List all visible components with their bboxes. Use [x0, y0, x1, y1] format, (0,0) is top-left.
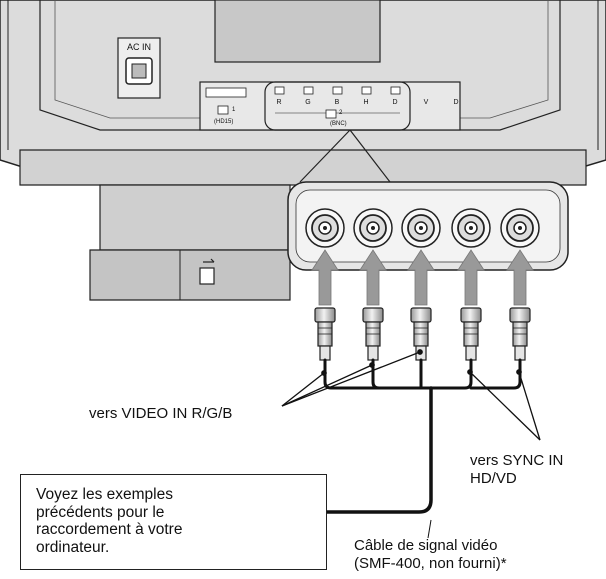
signal-cable [323, 358, 522, 517]
connector-label-d: D [392, 99, 397, 106]
label-sync-in: vers SYNC IN HD/VD [470, 452, 563, 488]
note-box: Voyez les exemples précédents pour le ra… [20, 474, 327, 570]
arrow-r [311, 249, 339, 306]
bnc-jack-vd [500, 208, 540, 248]
arrow-hd [457, 249, 485, 306]
zoom-lines [299, 129, 391, 183]
note-text: Voyez les exemples précédents pour le ra… [36, 486, 183, 556]
input2-number: 2 [339, 110, 343, 116]
bnc-jack-b [401, 208, 441, 248]
arrow-vd [506, 249, 534, 306]
input1-label: (HD15) [214, 119, 233, 125]
input1-number: 1 [232, 107, 236, 113]
bnc-panel-zoom [287, 181, 569, 271]
label-cable: Câble de signal vidéo (SMF-400, non four… [354, 537, 507, 573]
rgb-connector-row: R G B H D V D [274, 86, 459, 106]
insertion-arrows [311, 249, 534, 306]
connector-label-r: R [276, 99, 281, 106]
label-video-in: vers VIDEO IN R/G/B [89, 405, 233, 422]
ac-in-label: AC IN [127, 42, 151, 52]
arrow-b [407, 249, 435, 306]
connector-label-b: B [335, 99, 340, 106]
bnc-plug-r [314, 307, 336, 361]
label-sync-in-line2: HD/VD [470, 470, 517, 487]
extra-label-v: V [424, 99, 429, 106]
label-sync-in-line1: vers SYNC IN [470, 452, 564, 469]
monitor-stand [89, 184, 291, 301]
arrow-g [359, 249, 387, 306]
bnc-jack-g [353, 208, 393, 248]
input2-label: (BNC) [330, 121, 347, 127]
connector-label-g: G [305, 99, 310, 106]
label-pointers [281, 349, 541, 539]
bnc-jack-hd [451, 208, 491, 248]
extra-label-d: D [453, 99, 458, 106]
label-cable-line1: Câble de signal vidéo [354, 537, 498, 554]
bnc-plugs [314, 307, 531, 361]
bnc-plug-vd [509, 307, 531, 361]
bnc-jack-r [305, 208, 345, 248]
connector-panel: 1 (HD15) R G B H D V D 2 (BNC) [199, 81, 461, 131]
bnc-plug-g [362, 307, 384, 361]
bnc-plug-hd [460, 307, 482, 361]
connector-label-h: H [363, 99, 368, 106]
label-cable-line2: (SMF-400, non fourni)* [354, 555, 507, 572]
ac-in-socket: AC IN [117, 37, 161, 99]
